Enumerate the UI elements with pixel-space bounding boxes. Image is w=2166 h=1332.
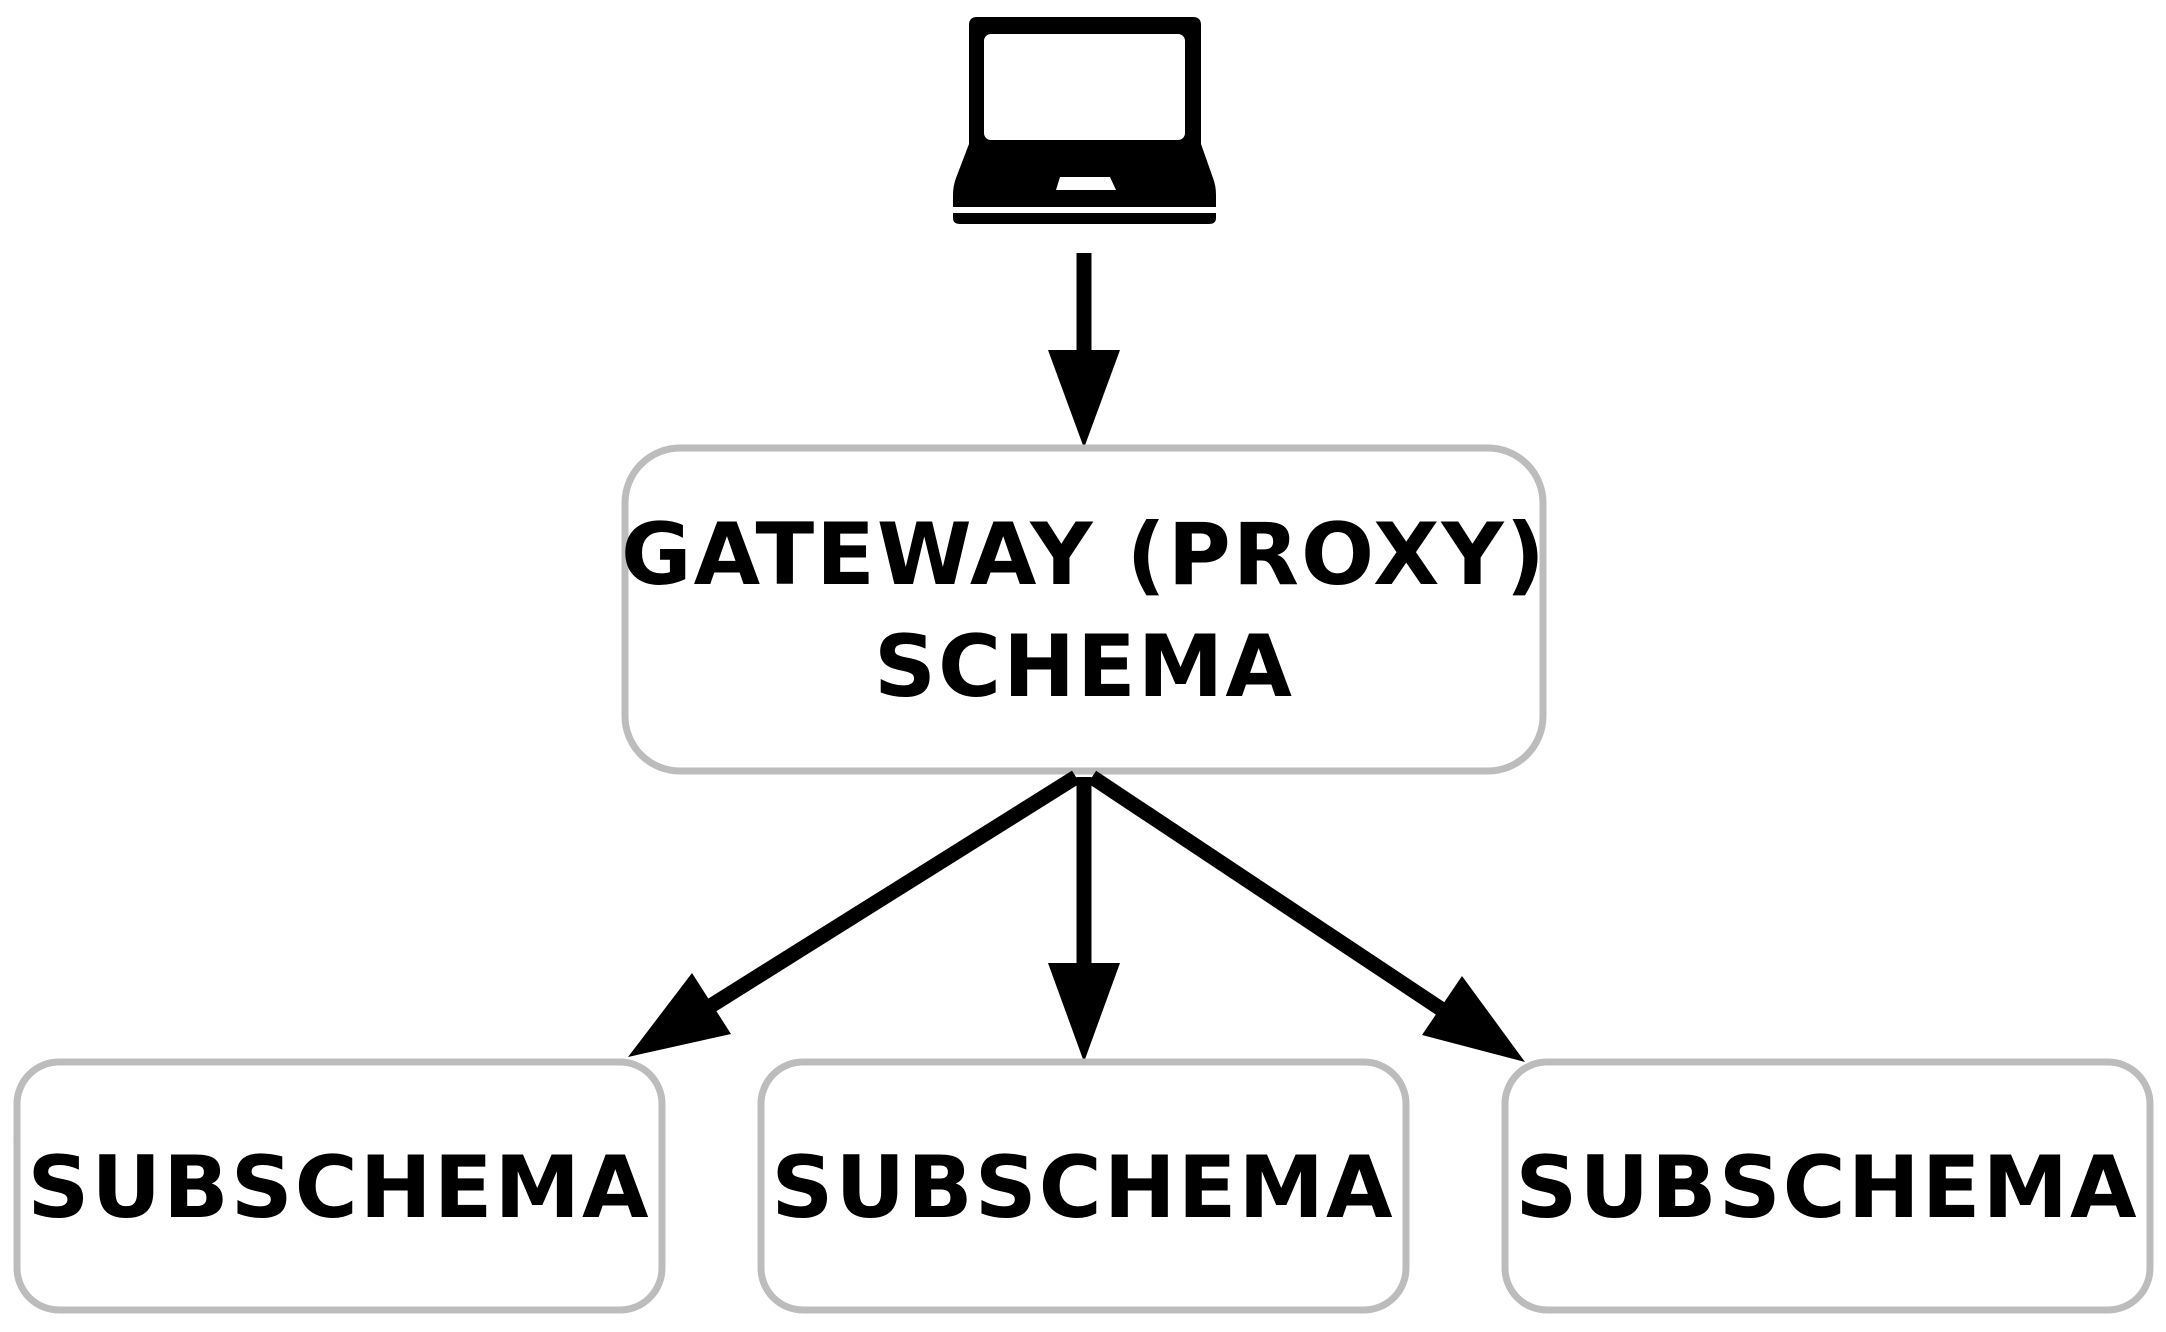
- edge-gateway-to-subschema-left: [628, 770, 1080, 1057]
- laptop-icon: [953, 17, 1217, 224]
- subschema-node: SUBSCHEMA: [757, 1058, 1410, 1314]
- subschema-label: SUBSCHEMA: [27, 1138, 650, 1238]
- edge-client-to-gateway: [1048, 253, 1120, 448]
- gateway-node: GATEWAY (PROXY) SCHEMA: [621, 444, 1547, 775]
- gateway-label-line2: SCHEMA: [874, 617, 1294, 717]
- subschema-node: SUBSCHEMA: [13, 1058, 666, 1314]
- subschema-label: SUBSCHEMA: [771, 1138, 1394, 1238]
- edge-gateway-to-subschema-center: [1048, 777, 1120, 1062]
- subschema-label: SUBSCHEMA: [1515, 1138, 2138, 1238]
- subschema-node: SUBSCHEMA: [1501, 1058, 2154, 1314]
- gateway-label-line1: GATEWAY (PROXY): [621, 505, 1547, 605]
- edge-gateway-to-subschema-right: [1087, 770, 1525, 1062]
